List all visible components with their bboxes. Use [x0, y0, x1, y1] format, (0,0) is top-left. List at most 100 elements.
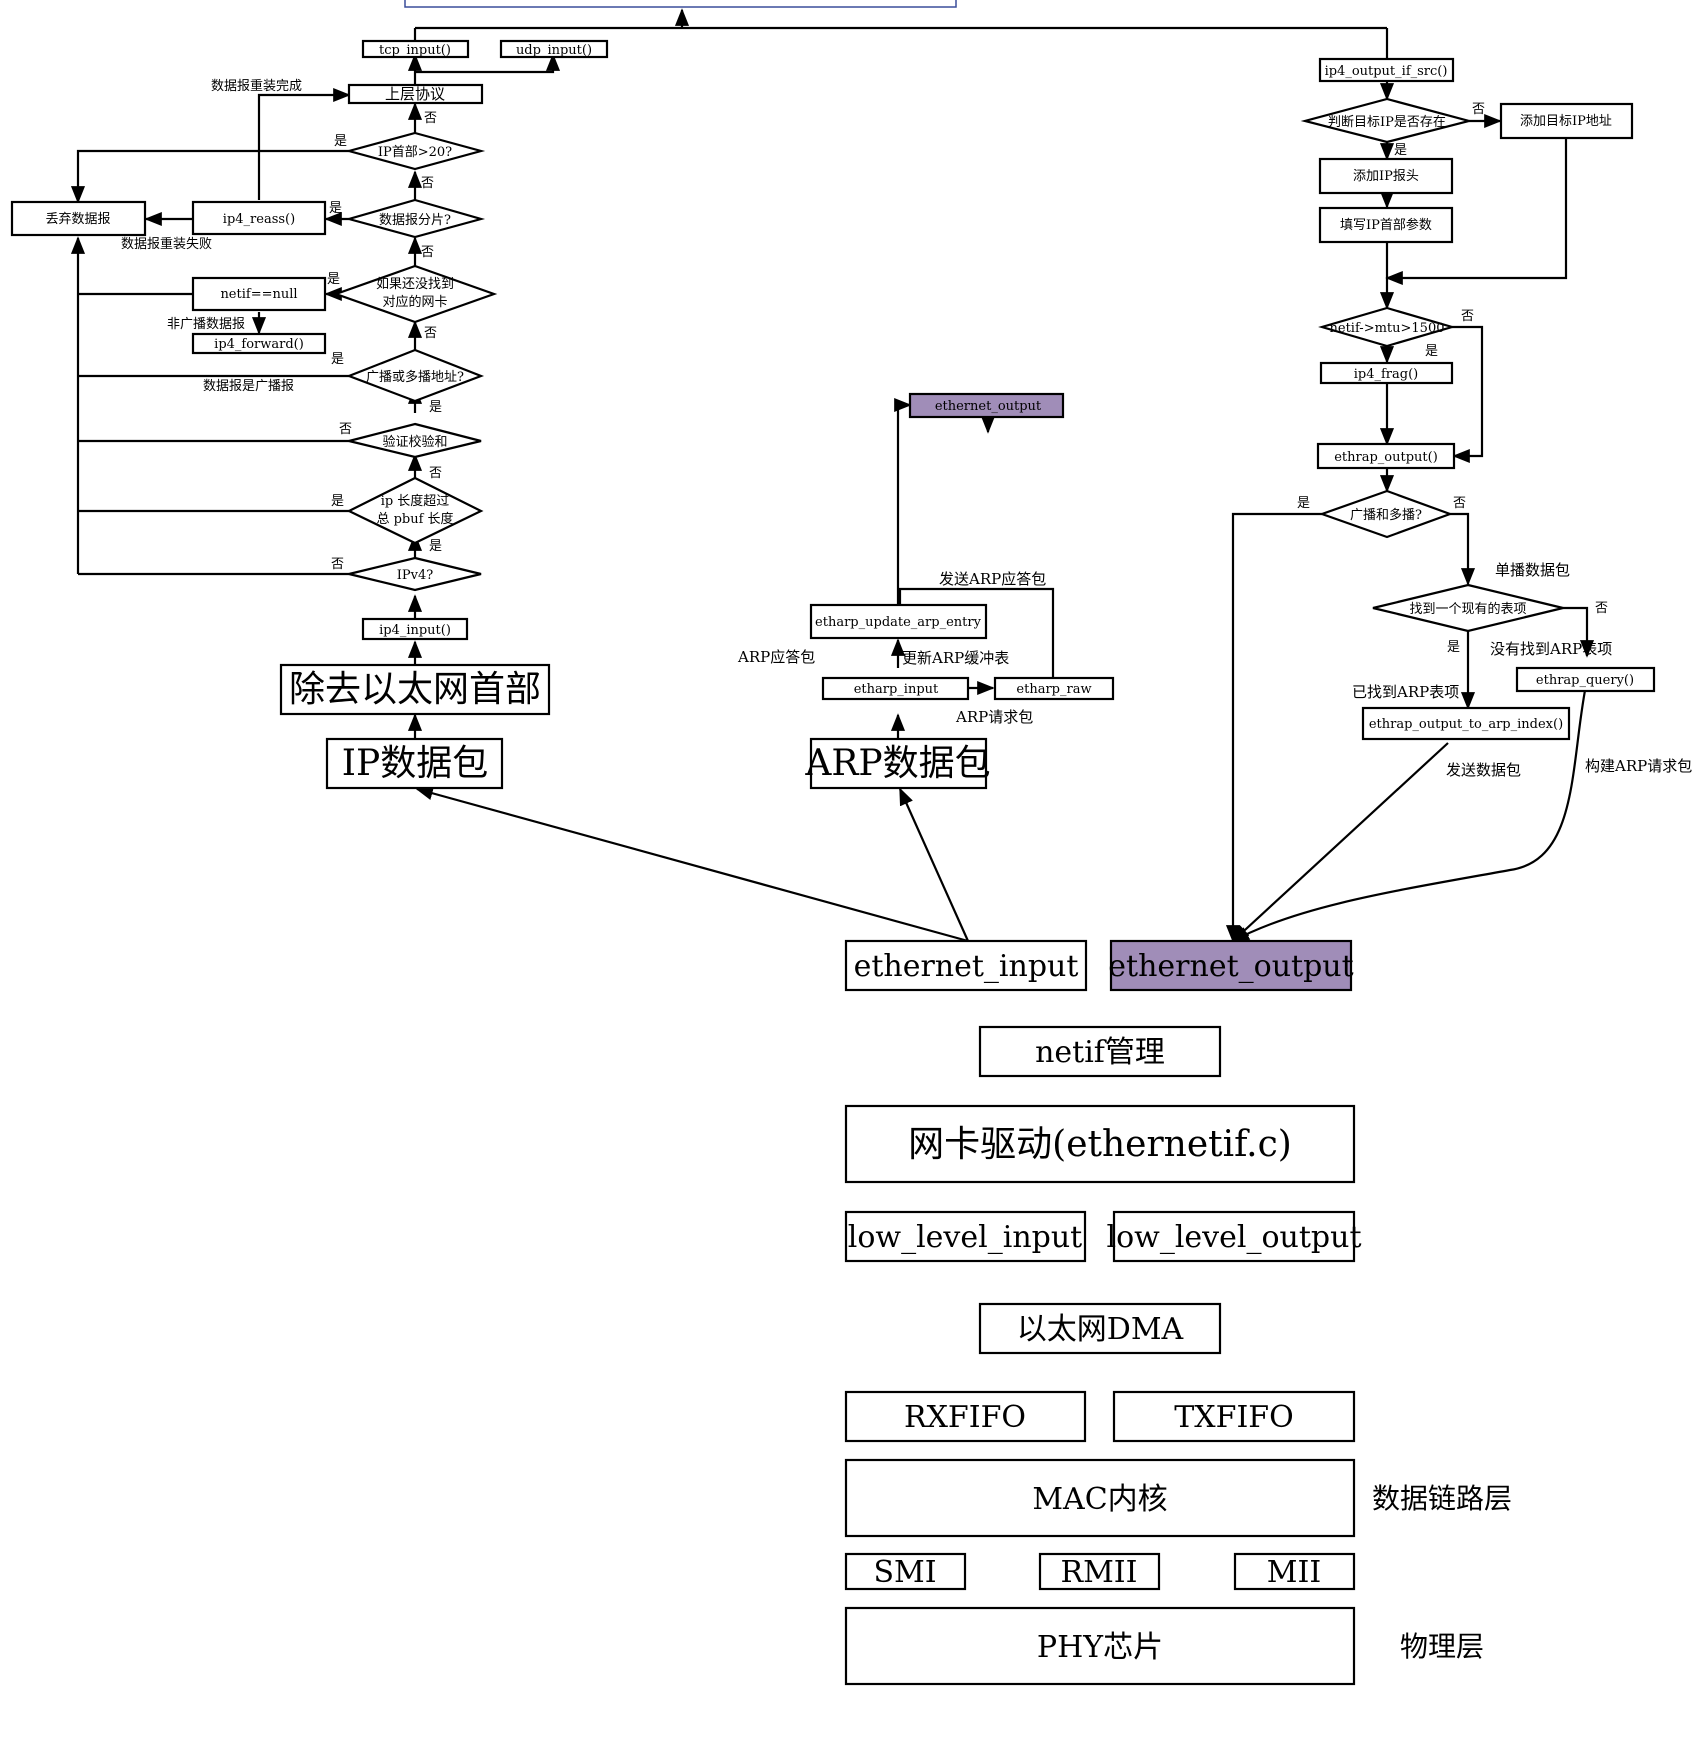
ip4-frag-box: ip4_frag()	[1319, 361, 1454, 385]
no-label: 否	[429, 466, 442, 481]
svg-text:ARP数据包: ARP数据包	[804, 743, 990, 784]
yes-label: 是	[1447, 640, 1460, 655]
svg-text:MII: MII	[1267, 1555, 1321, 1590]
nic-driver-box: 网卡驱动(ethernetif.c)	[844, 1104, 1356, 1184]
netif-null-box: netif==null	[191, 276, 327, 312]
no-label: 否	[1595, 601, 1608, 616]
svg-text:添加目标IP地址: 添加目标IP地址	[1520, 114, 1612, 129]
ip-output-flow: ip4_output_if_src() 判断目标IP是否存在 添加目标IP地址 …	[1300, 57, 1692, 779]
send-packet-label: 发送数据包	[1446, 761, 1521, 779]
tcp-input-box: tcp_input()	[361, 39, 470, 59]
connectors	[70, 8, 1595, 943]
add-ip-header-box: 添加IP报头	[1318, 157, 1454, 195]
reassembly-done-label: 数据报重装完成	[211, 78, 302, 94]
low-level-output-box: low_level_output	[1107, 1210, 1362, 1263]
ethernet-output-box: ethernet_output	[1108, 939, 1354, 992]
svg-text:low_level_output: low_level_output	[1107, 1220, 1362, 1255]
svg-text:ethernet_output: ethernet_output	[935, 399, 1042, 414]
update-cache-label: 更新ARP缓冲表	[902, 649, 1009, 667]
txfifo-box: TXFIFO	[1112, 1390, 1356, 1443]
yes-label: 是	[331, 352, 344, 367]
data-link-layer-label: 数据链路层	[1372, 1482, 1512, 1515]
svg-text:验证校验和: 验证校验和	[382, 434, 447, 450]
svg-text:广播和多播?: 广播和多播?	[1350, 507, 1422, 523]
no-label: 否	[331, 557, 344, 572]
etharp-update-box: etharp_update_arp_entry	[809, 603, 988, 640]
broadcast-multicast-decision: 广播和多播?	[1318, 489, 1454, 539]
svg-text:对应的网卡: 对应的网卡	[382, 294, 447, 310]
svg-text:etharp_input: etharp_input	[854, 682, 939, 697]
broadcast-decision: 广播或多播地址?	[345, 348, 485, 403]
no-label: 否	[421, 176, 434, 191]
no-label: 否	[424, 111, 437, 126]
svg-text:netif==null: netif==null	[220, 287, 297, 302]
svg-text:ip4_frag(): ip4_frag()	[1354, 367, 1419, 382]
no-label: 否	[424, 326, 437, 341]
length-decision: ip 长度超过 总 pbuf 长度	[346, 476, 484, 545]
udp-input-box: udp_input()	[499, 39, 609, 59]
ip-input-flow: tcp_input() udp_input() 上层协议 数据报重装完成 IP首…	[10, 39, 609, 790]
ip4-forward-box: ip4_forward()	[191, 332, 327, 355]
svg-text:ip4_input(): ip4_input()	[379, 623, 451, 638]
decision-edge-labels: 否 是 否 是 否 是 否 是 是 否 否 是 是 否 否 是 否 是 是 否 …	[327, 102, 1608, 655]
svg-text:判断目标IP是否存在: 判断目标IP是否存在	[1328, 115, 1446, 130]
physical-layer-label: 物理层	[1400, 1630, 1484, 1663]
mac-core-box: MAC内核	[844, 1458, 1356, 1538]
svg-text:tcp_input(): tcp_input()	[379, 43, 451, 58]
output-to-arp-index-box: ethrap_output_to_arp_index()	[1361, 706, 1571, 741]
svg-text:RXFIFO: RXFIFO	[904, 1400, 1026, 1435]
svg-text:udp_input(): udp_input()	[516, 43, 592, 58]
svg-text:ethrap_query(): ethrap_query()	[1536, 673, 1634, 688]
svg-text:netif管理: netif管理	[1035, 1035, 1165, 1070]
arp-flow: ethernet_output 发送ARP应答包 etharp_update_a…	[737, 392, 1115, 790]
ethernet-output-arp-box: ethernet_output	[908, 392, 1065, 419]
svg-text:TXFIFO: TXFIFO	[1174, 1400, 1293, 1435]
etharp-input-box: etharp_input	[821, 676, 970, 701]
svg-text:除去以太网首部: 除去以太网首部	[289, 669, 541, 710]
yes-label: 是	[327, 272, 340, 287]
discard-box: 丢弃数据报	[10, 200, 147, 237]
svg-text:etharp_raw: etharp_raw	[1016, 682, 1091, 697]
upper-layer-box-edge	[404, 0, 957, 8]
ethernet-dma-box: 以太网DMA	[978, 1302, 1222, 1355]
svg-text:网卡驱动(ethernetif.c): 网卡驱动(ethernetif.c)	[908, 1124, 1292, 1165]
svg-text:etharp_update_arp_entry: etharp_update_arp_entry	[815, 615, 982, 630]
smi-box: SMI	[844, 1552, 967, 1591]
svg-text:ethernet_input: ethernet_input	[854, 949, 1079, 984]
phy-chip-box: PHY芯片	[844, 1606, 1356, 1686]
svg-text:找到一个现有的表项: 找到一个现有的表项	[1409, 601, 1526, 617]
svg-text:IP数据包: IP数据包	[342, 743, 488, 784]
ethernet-input-box: ethernet_input	[844, 939, 1088, 992]
svg-text:填写IP首部参数: 填写IP首部参数	[1340, 217, 1432, 233]
svg-text:SMI: SMI	[873, 1555, 936, 1590]
yes-label: 是	[1297, 496, 1310, 511]
svg-text:netif->mtu>1500: netif->mtu>1500	[1330, 321, 1445, 336]
svg-text:ethernet_output: ethernet_output	[1108, 949, 1353, 984]
svg-text:以太网DMA: 以太网DMA	[1017, 1312, 1184, 1347]
svg-text:ip4_output_if_src(): ip4_output_if_src()	[1325, 64, 1448, 79]
is-broadcast-label: 数据报是广播报	[203, 379, 294, 394]
svg-text:PHY芯片: PHY芯片	[1037, 1630, 1163, 1665]
no-arp-entry-label: 没有找到ARP表项	[1490, 640, 1612, 658]
send-arp-reply-label: 发送ARP应答包	[939, 570, 1046, 588]
find-entry-decision: 找到一个现有的表项	[1372, 583, 1564, 633]
svg-text:low_level_input: low_level_input	[848, 1220, 1082, 1255]
no-label: 否	[1472, 102, 1485, 117]
low-level-input-box: low_level_input	[844, 1210, 1087, 1263]
no-label: 否	[339, 422, 352, 437]
netif-manage-box: netif管理	[978, 1025, 1222, 1078]
non-broadcast-label: 非广播数据报	[167, 317, 245, 332]
unicast-packet-label: 单播数据包	[1495, 561, 1570, 579]
found-arp-entry-label: 已找到ARP表项	[1352, 683, 1459, 701]
yes-label: 是	[429, 539, 442, 554]
reassembly-failed-label: 数据报重装失败	[121, 236, 212, 252]
rmii-box: RMII	[1038, 1552, 1161, 1591]
ip4-output-if-src-box: ip4_output_if_src()	[1318, 57, 1455, 83]
svg-text:IP首部>20?: IP首部>20?	[378, 145, 452, 160]
arp-request-packet-label: ARP请求包	[955, 708, 1033, 726]
fill-ip-params-box: 填写IP首部参数	[1318, 206, 1454, 244]
svg-text:ethrap_output(): ethrap_output()	[1334, 450, 1438, 465]
svg-text:丢弃数据报: 丢弃数据报	[45, 212, 110, 227]
ethrap-output-box: ethrap_output()	[1316, 442, 1456, 470]
